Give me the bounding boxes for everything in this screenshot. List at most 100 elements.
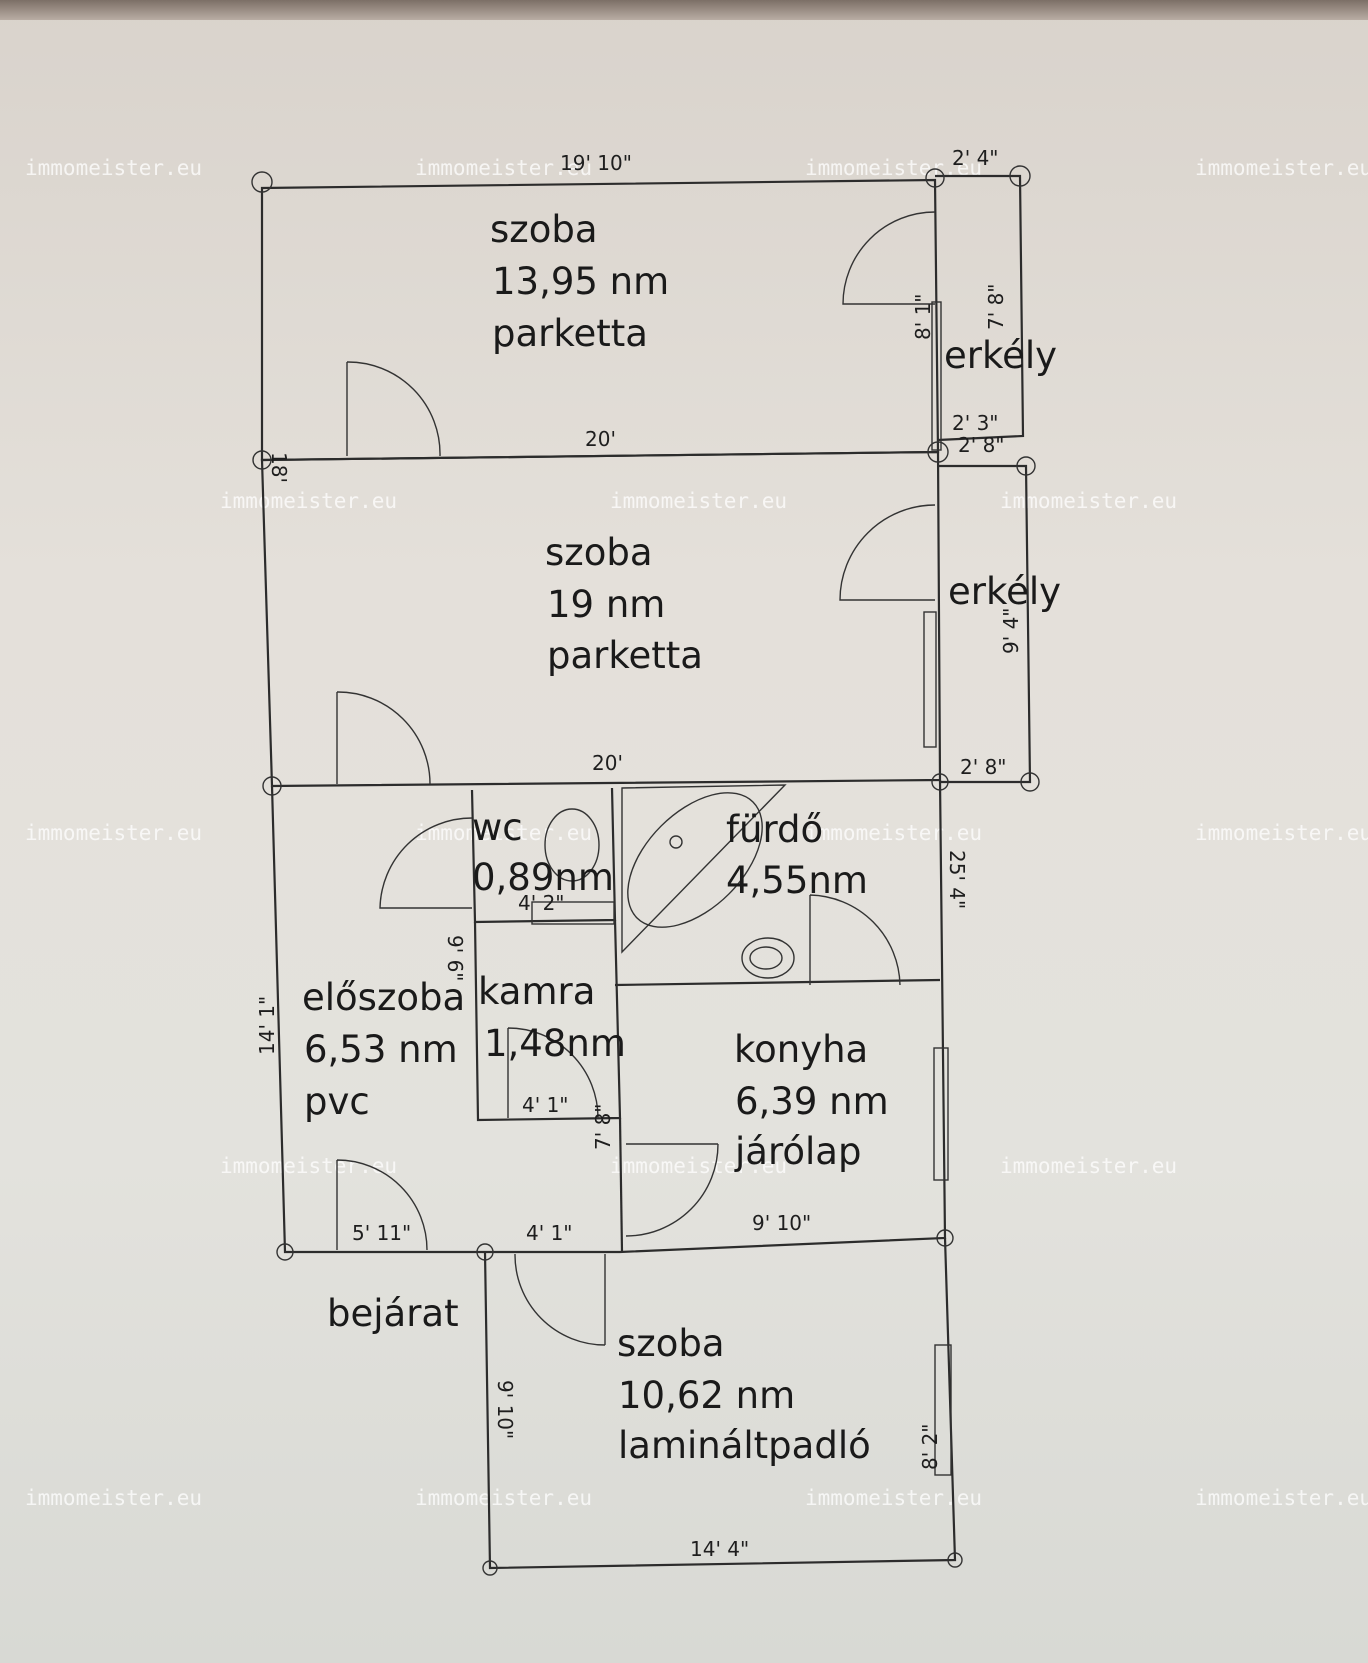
marker-icon [482, 1560, 498, 1576]
watermark: immomeister.eu [25, 1486, 202, 1510]
corner-markers [251, 165, 1040, 1576]
window-room3 [934, 1344, 952, 1476]
label-room1-area: 13,95 nm [492, 260, 669, 303]
label-room1-name: szoba [490, 208, 598, 251]
dim-right-side: 25' 4" [945, 850, 969, 909]
watermark: immomeister.eu [805, 1486, 982, 1510]
label-room3-area: 10,62 nm [618, 1374, 795, 1417]
label-kamra-name: kamra [478, 970, 595, 1013]
label-wc-name: wc [472, 806, 523, 849]
label-kamra-area: 1,48nm [484, 1022, 626, 1065]
dim-balcony2-bottom: 2' 8" [960, 755, 1007, 779]
room-labels: szoba 13,95 nm parketta szoba 19 nm park… [302, 208, 1061, 1467]
dim-balcony1-height: 7' 8" [984, 283, 1008, 330]
watermark: immomeister.eu [415, 821, 592, 845]
doors [336, 211, 936, 1346]
marker-icon [947, 1552, 963, 1568]
wall-kamra [473, 919, 622, 1122]
toilet-icon [544, 808, 600, 882]
walls [260, 174, 1032, 1570]
wall-lower [270, 779, 947, 1254]
label-wc-area: 0,89nm [472, 856, 614, 899]
dim-balcony1-bottom-b: 2' 8" [958, 433, 1005, 457]
label-bath-name: fürdő [726, 808, 823, 851]
door-room2 [336, 691, 431, 785]
label-room2-name: szoba [545, 531, 653, 574]
dim-wc-height: 9' 6" [443, 935, 467, 982]
door-kamra [507, 1027, 599, 1119]
label-room2-floor: parketta [547, 634, 703, 677]
watermarks: immomeister.eu immomeister.eu immomeiste… [25, 156, 1368, 1510]
label-hall-floor: pvc [304, 1080, 370, 1123]
watermark: immomeister.eu [25, 821, 202, 845]
door-wc [379, 817, 473, 909]
door-room1-balcony [842, 211, 936, 305]
watermark: immomeister.eu [1000, 489, 1177, 513]
dim-balcony1-bottom-a: 2' 3" [952, 411, 999, 435]
marker-icon [276, 1243, 294, 1261]
wall-balcony1 [935, 174, 1025, 442]
label-entrance: bejárat [327, 1292, 459, 1335]
marker-icon [251, 171, 273, 193]
dim-kitchen-bottom: 9' 10" [752, 1211, 811, 1235]
window-balcony1 [931, 301, 942, 451]
label-bath-area: 4,55nm [726, 859, 868, 902]
dim-balcony2-height: 9' 4" [999, 607, 1023, 654]
door-entrance [336, 1159, 428, 1251]
dim-eloszoba-height: 14' 1" [255, 996, 279, 1055]
dim-kamra-bottom: 4' 1" [526, 1221, 573, 1245]
marker-icon [262, 776, 282, 796]
label-kitchen-floor: járólap [734, 1130, 861, 1173]
fixtures [531, 784, 795, 979]
door-room1 [346, 361, 441, 457]
label-balcony1: erkély [944, 334, 1057, 377]
label-room1-floor: parketta [492, 312, 648, 355]
marker-icon [252, 450, 272, 470]
window-balcony2 [923, 611, 937, 748]
dim-hall-bottom: 5' 11" [352, 1221, 411, 1245]
window-kitchen [933, 1047, 949, 1181]
watermark: immomeister.eu [25, 156, 202, 180]
label-kitchen-name: konyha [734, 1028, 868, 1071]
door-room3 [514, 1253, 606, 1346]
dim-room3-left: 9' 10" [493, 1380, 517, 1439]
windows [923, 301, 952, 1476]
label-hall-area: 6,53 nm [304, 1028, 458, 1071]
marker-icon [1020, 772, 1040, 792]
dim-room3-bottom: 14' 4" [690, 1537, 749, 1561]
watermark: immomeister.eu [610, 1154, 787, 1178]
dim-room3-right: 8' 2" [918, 1423, 942, 1470]
marker-icon [936, 1229, 954, 1247]
watermark: immomeister.eu [220, 489, 397, 513]
wall-kitchen-left [618, 1117, 624, 1253]
sink-icon [741, 937, 795, 979]
bathtub-basin-icon [627, 792, 763, 928]
marker-icon [927, 441, 949, 463]
dim-top-width: 19' 10" [560, 151, 632, 175]
label-room3-name: szoba [617, 1322, 725, 1365]
label-room2-area: 19 nm [547, 583, 665, 626]
drain-icon [669, 835, 683, 849]
watermark: immomeister.eu [415, 156, 592, 180]
door-room2-balcony [839, 504, 936, 601]
bathtub-icon [621, 784, 787, 954]
watermark: immomeister.eu [1000, 1154, 1177, 1178]
toilet-tank-icon [531, 901, 615, 925]
watermark: immomeister.eu [1195, 1486, 1368, 1510]
dimension-labels: 19' 10" 2' 4" 7' 8" 8' 1" 20' 2' 3" 2' 8… [255, 146, 1023, 1561]
monitor-bezel [0, 0, 1368, 20]
door-bath [809, 894, 901, 986]
label-room3-floor: lamináltpadló [618, 1424, 871, 1467]
dim-balcony1-width: 2' 4" [952, 146, 999, 170]
marker-icon [931, 773, 949, 791]
label-balcony2: erkély [948, 570, 1061, 613]
wall-balcony2 [938, 464, 1032, 784]
door-kitchen [625, 1143, 719, 1237]
label-kitchen-area: 6,39 nm [735, 1080, 889, 1123]
dim-room1-bottom: 20' [585, 427, 616, 451]
wall-bath-kitchen [614, 978, 941, 987]
dim-room2-bottom: 20' [592, 751, 623, 775]
dim-wc-width: 4' 2" [518, 891, 565, 915]
marker-icon [1009, 165, 1031, 187]
